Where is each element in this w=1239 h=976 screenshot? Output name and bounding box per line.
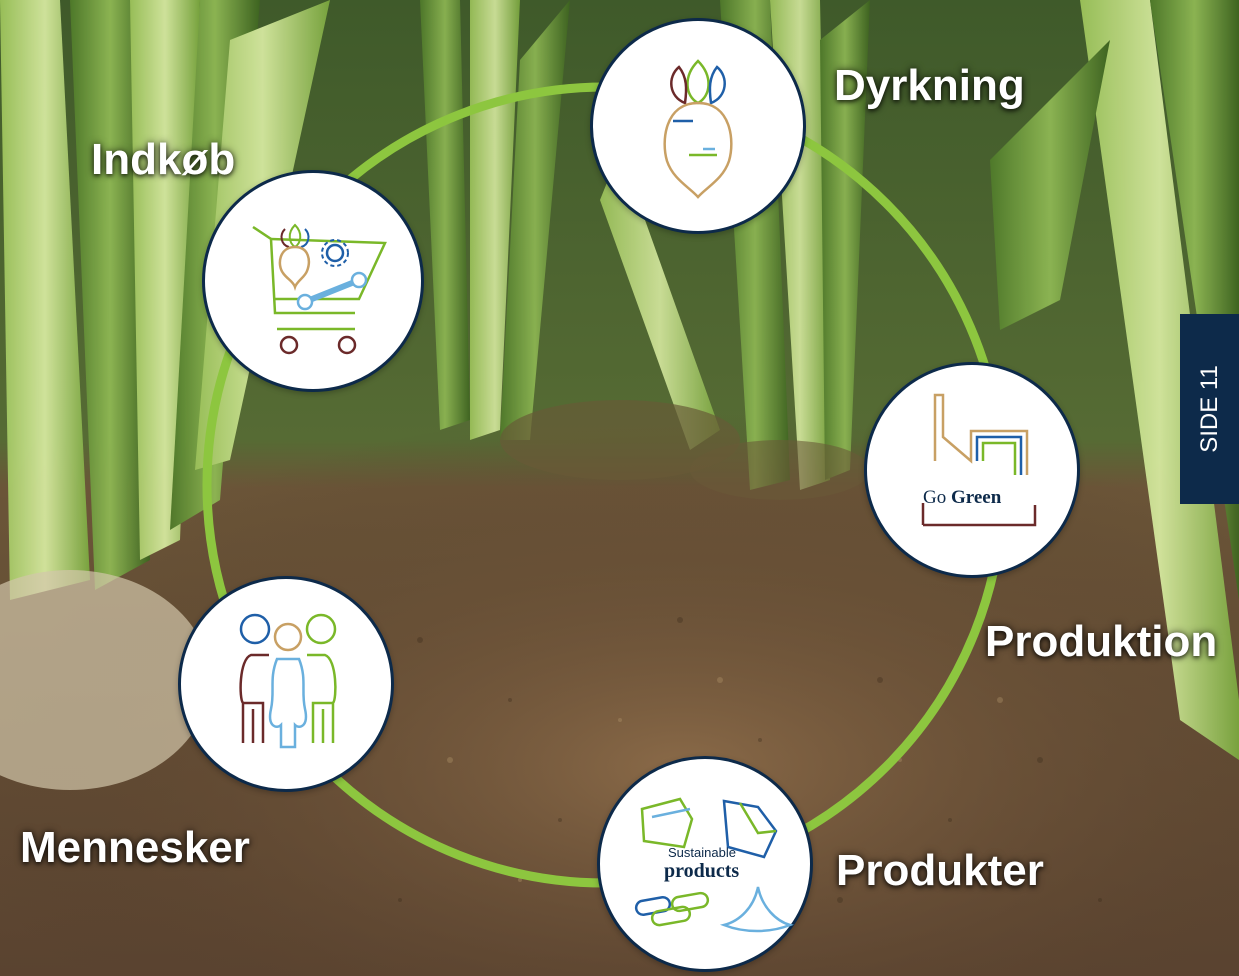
- page-marker-text: SIDE 11: [1195, 365, 1223, 453]
- factory-icon: Go Green: [921, 393, 1037, 527]
- step-label-mennesker: Mennesker: [20, 823, 250, 872]
- people-icon: [239, 613, 337, 749]
- step-node-produkter[interactable]: Sustainable products: [597, 756, 813, 972]
- go-green-text: Go Green: [923, 487, 1002, 508]
- sustainable-text: Sustainable: [668, 845, 736, 860]
- step-label-dyrkning: Dyrkning: [834, 61, 1025, 110]
- step-node-produktion[interactable]: Go Green: [864, 362, 1080, 578]
- step-label-produkter: Produkter: [836, 846, 1044, 895]
- products-icon: Sustainable products: [634, 797, 794, 933]
- products-text: products: [664, 860, 739, 882]
- step-node-mennesker[interactable]: [178, 576, 394, 792]
- step-label-produktion: Produktion: [985, 617, 1218, 666]
- shopping-cart-icon: [252, 223, 387, 355]
- step-label-indkob: Indkøb: [91, 135, 236, 184]
- step-node-indkob[interactable]: [202, 170, 424, 392]
- sugar-beet-icon: [663, 59, 733, 199]
- page-marker-tab: SIDE 11: [1180, 314, 1239, 504]
- step-node-dyrkning[interactable]: [590, 18, 806, 234]
